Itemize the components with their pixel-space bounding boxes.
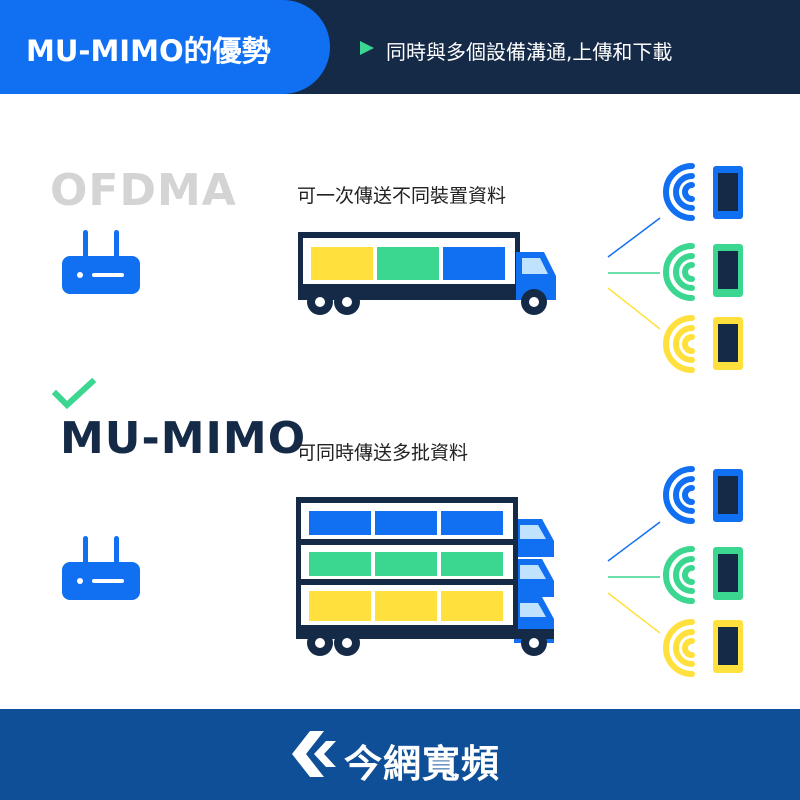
truck-icon [296,539,554,597]
phone-icon [713,317,743,370]
router-icon [62,536,140,600]
truck-icon [296,579,554,656]
ofdma-devices [607,163,743,373]
truck-icon [298,232,556,315]
phone-icon [713,244,743,297]
signal-line-blue [607,521,661,562]
check-icon [52,378,96,410]
wifi-signal-icon [663,243,695,301]
truck-icon [296,497,554,557]
mumimo-devices [607,466,743,677]
mumimo-label: MU-MIMO [60,413,307,464]
play-icon [360,41,374,55]
wifi-signal-icon [663,546,695,604]
brand-name: 今網寬頻 [344,742,501,786]
phone-icon [713,469,743,522]
signal-line-yellow [607,592,661,634]
router-icon [62,230,140,294]
wifi-signal-icon [663,163,695,221]
title-pill [0,0,330,94]
phone-icon [713,166,743,219]
wifi-signal-icon [663,619,695,677]
ofdma-description: 可一次傳送不同裝置資料 [297,185,507,207]
wifi-signal-icon [663,466,695,524]
truck-stack-icon [296,497,554,656]
wifi-signal-icon [663,315,695,373]
signal-line-yellow [607,287,661,330]
ofdma-label: OFDMA [50,165,237,216]
mumimo-description: 可同時傳送多批資料 [297,442,469,464]
page-title: MU-MIMO的優勢 [26,34,271,68]
signal-line-blue [607,217,661,258]
phone-icon [713,547,743,600]
page-subtitle: 同時與多個設備溝通,上傳和下載 [386,40,673,64]
phone-icon [713,620,743,673]
footer-bar [0,709,800,800]
brand-chevron-icon [292,731,336,777]
